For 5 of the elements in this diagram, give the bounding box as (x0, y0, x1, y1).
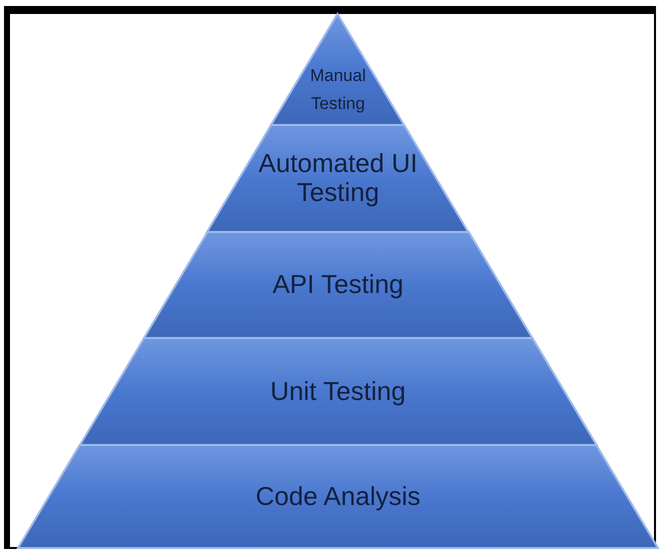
tier-label: Automated UI Testing (258, 148, 418, 208)
tier-label: Code Analysis (254, 482, 422, 512)
tier-label: Unit Testing (269, 376, 407, 406)
tier-label: API Testing (271, 270, 404, 300)
tier-label: Manual Testing (309, 65, 367, 114)
